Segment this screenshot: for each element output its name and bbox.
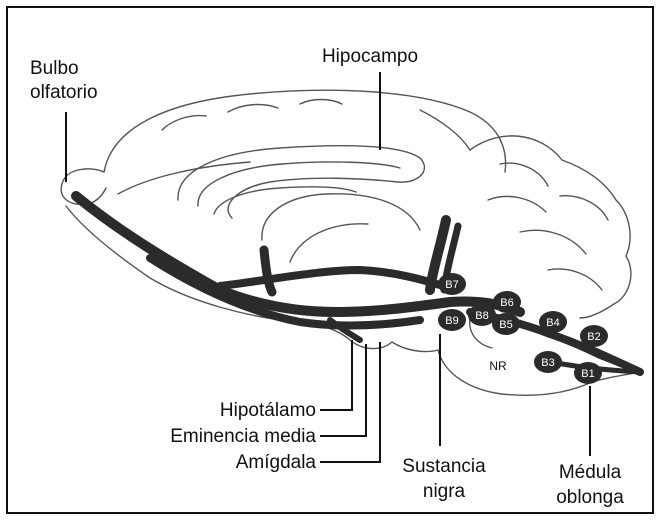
leader-eminencia: [320, 344, 366, 436]
nucleus-b9: B9: [438, 309, 466, 331]
nucleus-b7-label: B7: [445, 279, 458, 291]
pathway-upper: [220, 270, 450, 288]
labels: Bulbo olfatorio Hipocampo Hipotálamo Emi…: [30, 46, 624, 508]
nucleus-b5: B5: [492, 313, 520, 335]
label-bulbo-line2: olfatorio: [30, 82, 98, 103]
nucleus-b6: B6: [493, 291, 521, 313]
thalamus-inner: [290, 224, 368, 262]
pathway-cortical-branch: [264, 250, 272, 292]
cerebellum-fold: [500, 163, 548, 186]
cortex-fold: [228, 105, 278, 112]
nucleus-b4-label: B4: [546, 317, 559, 329]
label-amigdala: Amígdala: [236, 452, 317, 473]
cerebellum-fold: [548, 269, 602, 290]
nucleus-b2-label: B2: [587, 331, 600, 343]
nucleus-b8: B8: [468, 304, 496, 326]
label-bulbo-line1: Bulbo: [30, 58, 79, 79]
label-medula-line1: Médula: [559, 462, 622, 483]
nucleus-b4: B4: [539, 311, 567, 333]
nucleus-b1: B1: [574, 362, 602, 384]
nucleus-b3-label: B3: [541, 357, 554, 369]
leader-lines: [66, 72, 590, 462]
nucleus-b3: B3: [534, 351, 562, 373]
leader-amigdala: [320, 342, 380, 462]
cortex-fold: [162, 116, 206, 130]
leader-hipotalamo: [320, 340, 352, 410]
label-medula-line2: oblonga: [556, 487, 624, 508]
cerebellum-outline: [470, 136, 631, 318]
hippocampus-inner: [214, 187, 356, 214]
cerebellum-fold: [560, 196, 608, 220]
cortex-fold: [420, 110, 470, 150]
nucleus-b2: B2: [580, 325, 608, 347]
nucleus-nr-label: NR: [489, 359, 507, 373]
cerebellum-fold: [520, 230, 586, 254]
nucleus-b5-label: B5: [499, 319, 512, 331]
nucleus-b9-label: B9: [445, 315, 458, 327]
cortex-fold: [118, 162, 250, 194]
label-eminencia: Eminencia media: [170, 426, 316, 447]
thalamus-outline: [262, 194, 420, 240]
nucleus-b6-label: B6: [500, 297, 513, 309]
nucleus-b8-label: B8: [475, 310, 488, 322]
label-sustancia-line2: nigra: [423, 481, 466, 502]
label-sustancia-line1: Sustancia: [402, 456, 486, 477]
cortex-fold: [300, 100, 342, 105]
nucleus-b1-label: B1: [581, 368, 594, 380]
cerebellum-fold: [488, 196, 546, 212]
nucleus-b7: B7: [438, 273, 466, 295]
label-hipocampo: Hipocampo: [322, 46, 418, 67]
label-hipotalamo: Hipotálamo: [220, 400, 316, 421]
hypothalamus-outline: [350, 340, 438, 352]
